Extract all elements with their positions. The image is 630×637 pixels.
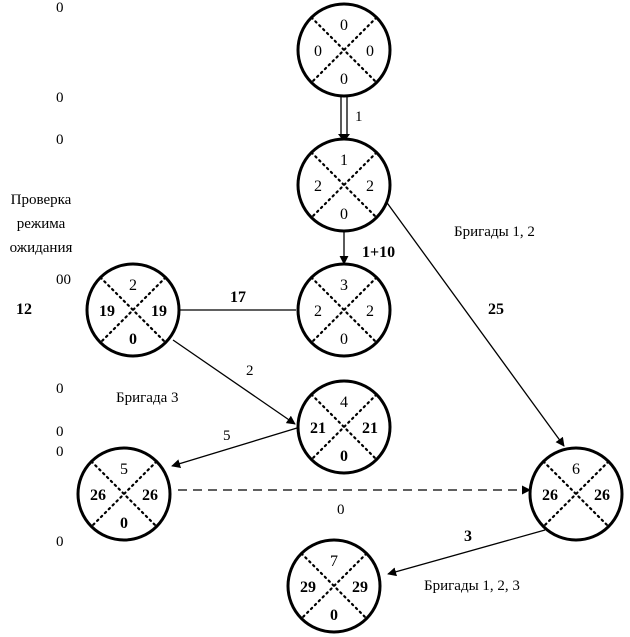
edge-label: 3 [464, 528, 472, 545]
node-reserve: 0 [129, 331, 137, 348]
margin-number: 0 [56, 534, 64, 550]
node-early-time: 29 [300, 579, 316, 596]
node-number: 6 [572, 461, 580, 478]
edge-label: 1 [355, 109, 363, 125]
event-node-0: 0 0 0 0 [296, 2, 392, 98]
node-reserve: 0 [120, 515, 128, 532]
event-node-2: 2 19 19 0 [85, 262, 181, 358]
node-reserve: 0 [340, 331, 348, 348]
node-late-time: 29 [352, 579, 368, 596]
node-divider [300, 552, 368, 620]
node-early-time: 0 [314, 43, 322, 60]
node-divider [99, 276, 167, 344]
side-number: 12 [16, 301, 32, 318]
node-early-time: 2 [314, 303, 322, 320]
node-late-time: 0 [366, 43, 374, 60]
node-divider [310, 16, 378, 84]
event-node-3: 3 2 2 0 [296, 262, 392, 358]
margin-number: 0 [56, 444, 64, 460]
node-number: 5 [120, 461, 128, 478]
team-label-3: Бригада 3 [116, 390, 179, 406]
edge-n0-n1: 1 [338, 97, 363, 142]
event-node-6: 6 26 26 [528, 446, 624, 542]
margin-number: 0 [56, 132, 64, 148]
node-reserve: 0 [340, 206, 348, 223]
node-early-time: 21 [310, 420, 326, 437]
event-node-1: 1 2 2 0 [296, 137, 392, 233]
edge-label: 2 [246, 363, 254, 379]
edge-label: 0 [337, 502, 345, 518]
wait-check-line: ожидания [10, 240, 73, 256]
edge-n6-n7: 3 [387, 528, 546, 577]
node-late-time: 2 [366, 178, 374, 195]
node-early-time: 19 [99, 303, 115, 320]
node-divider [90, 460, 158, 528]
edge-label: 17 [230, 289, 246, 306]
node-divider [310, 393, 378, 461]
node-early-time: 2 [314, 178, 322, 195]
event-node-7: 7 29 29 0 [286, 538, 382, 634]
node-late-time: 19 [151, 303, 167, 320]
edge-n1-n3: 1+10 [339, 232, 395, 265]
margin-number: 0 [56, 0, 64, 16]
node-late-time: 26 [142, 487, 158, 504]
edge-n4-n5: 5 [171, 427, 298, 468]
node-reserve: 0 [340, 448, 348, 465]
node-number: 1 [340, 152, 348, 169]
node-late-time: 26 [594, 487, 610, 504]
event-node-4: 4 21 21 0 [296, 379, 392, 475]
node-early-time: 26 [90, 487, 106, 504]
edge-n2-n3: 17 [180, 289, 296, 311]
event-node-5: 5 26 26 0 [76, 446, 172, 542]
wait-check-label: Проверка режима ожидания [10, 192, 73, 256]
node-number: 0 [340, 17, 348, 34]
node-reserve: 0 [330, 607, 338, 624]
edges-layer: 1 1+10 25 17 2 5 0 [171, 97, 565, 577]
margin-number: 0 [56, 424, 64, 440]
node-number: 2 [129, 277, 137, 294]
edge-label: 5 [223, 428, 231, 444]
edge-n5-n6: 0 [178, 485, 531, 518]
node-late-time: 2 [366, 303, 374, 320]
margin-number: 00 [56, 272, 71, 288]
node-divider [310, 151, 378, 219]
edge-n1-n6: 25 [384, 199, 565, 447]
margin-number: 0 [56, 90, 64, 106]
edge-label: 25 [488, 301, 504, 318]
team-label-1-2: Бригады 1, 2 [454, 224, 535, 240]
margin-number: 0 [56, 381, 64, 397]
node-number: 3 [340, 277, 348, 294]
edge-label: 1+10 [362, 244, 395, 261]
node-divider [542, 460, 610, 528]
node-early-time: 26 [542, 487, 558, 504]
edge-n2-n4: 2 [172, 339, 296, 425]
node-divider [310, 276, 378, 344]
node-number: 4 [340, 394, 348, 411]
left-margin-numbers: 0 0 0 00 0 0 0 0 [56, 0, 71, 550]
node-number: 7 [330, 553, 338, 570]
wait-check-line: режима [17, 216, 66, 232]
wait-check-line: Проверка [11, 192, 72, 208]
node-late-time: 21 [362, 420, 378, 437]
node-reserve: 0 [340, 71, 348, 88]
team-label-1-2-3: Бригады 1, 2, 3 [424, 578, 520, 594]
